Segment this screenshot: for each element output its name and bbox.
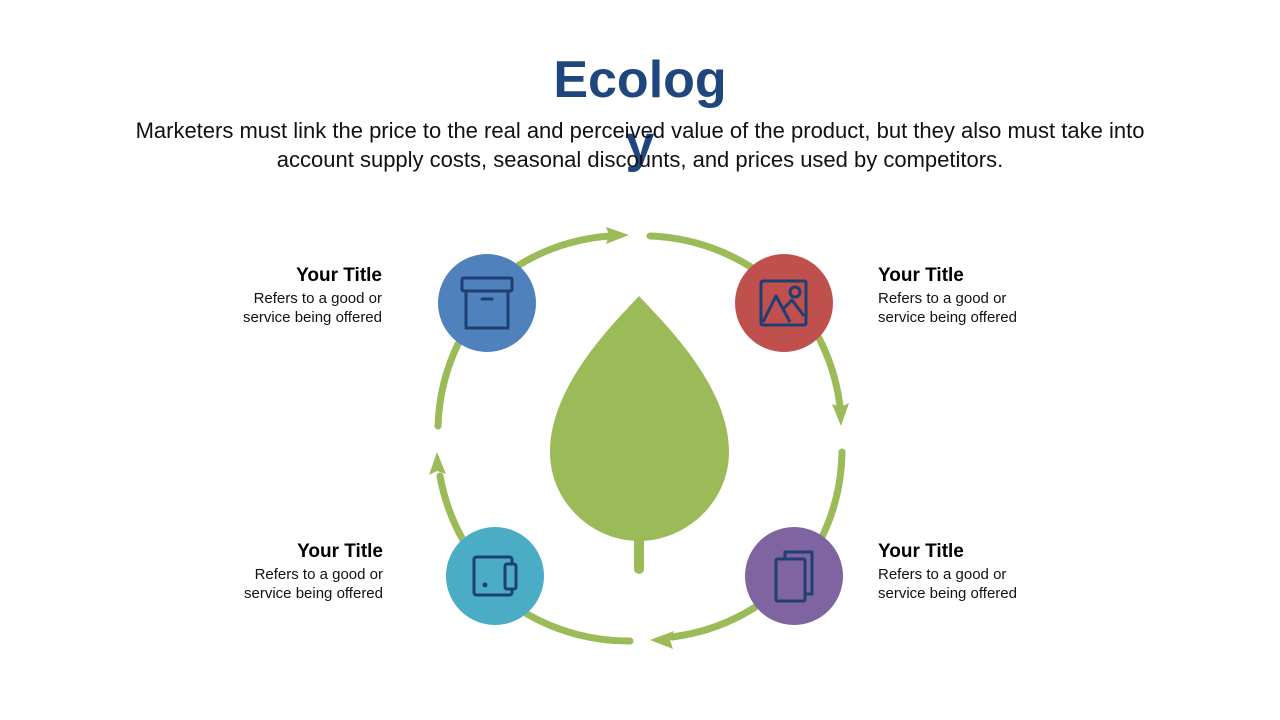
item-title: Your Title bbox=[296, 265, 382, 286]
item-title: Your Title bbox=[878, 265, 964, 286]
item-description: Refers to a good or service being offere… bbox=[878, 566, 1017, 602]
item-label-bottom-left: Your Title Refers to a good or service b… bbox=[183, 540, 383, 603]
ring-arc-left-upper bbox=[434, 340, 462, 430]
item-description: Refers to a good or service being offere… bbox=[244, 566, 383, 602]
documents-icon bbox=[774, 550, 814, 603]
node-bottom-left bbox=[446, 527, 544, 625]
arrowhead-bottom bbox=[650, 631, 674, 649]
item-description: Refers to a good or service being offere… bbox=[243, 290, 382, 326]
arrowhead-top bbox=[606, 227, 629, 244]
leaf-stem bbox=[634, 530, 644, 574]
ring-arc-top-left bbox=[515, 232, 614, 269]
slide-subtitle: Marketers must link the price to the rea… bbox=[135, 118, 1145, 172]
item-label-top-right: Your Title Refers to a good or service b… bbox=[878, 264, 1078, 327]
arrowhead-right bbox=[832, 403, 849, 426]
node-top-right bbox=[735, 254, 833, 352]
ring-arc-left-lower bbox=[436, 472, 467, 544]
ring-arc-bottom-left bbox=[523, 610, 634, 645]
ring-arc-right-lower bbox=[818, 448, 846, 541]
item-label-top-left: Your Title Refers to a good or service b… bbox=[182, 264, 382, 327]
leaf-blade bbox=[550, 296, 729, 541]
item-description: Refers to a good or service being offere… bbox=[878, 290, 1017, 326]
slide-title: Ecology bbox=[553, 51, 727, 173]
wallet-icon bbox=[472, 555, 518, 597]
item-title: Your Title bbox=[297, 541, 383, 562]
item-title: Your Title bbox=[878, 541, 964, 562]
node-top-left bbox=[438, 254, 536, 352]
ring-arc-top-right bbox=[646, 232, 768, 280]
archive-box-icon bbox=[460, 276, 514, 330]
cycle-arrowheads bbox=[429, 227, 849, 649]
ring-arc-right-upper bbox=[815, 334, 844, 410]
image-icon bbox=[759, 279, 808, 327]
ring-arc-bottom-right bbox=[668, 602, 761, 641]
leaf-icon bbox=[550, 296, 729, 574]
item-label-bottom-right: Your Title Refers to a good or service b… bbox=[878, 540, 1078, 603]
arrowhead-left bbox=[429, 452, 446, 475]
